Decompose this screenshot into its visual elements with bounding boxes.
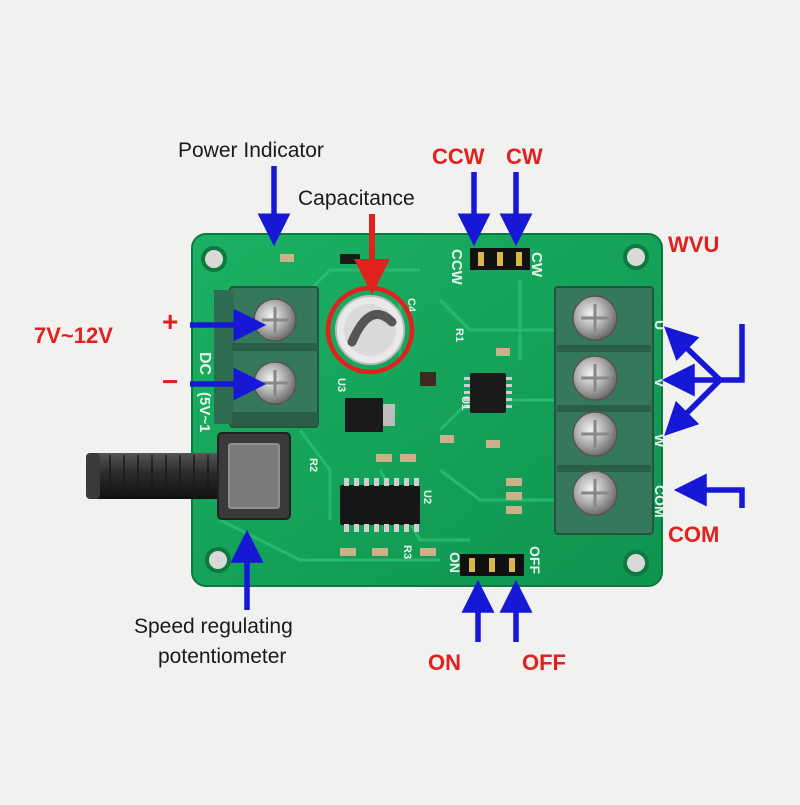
label-capacitance: Capacitance	[298, 187, 415, 210]
label-on: ON	[428, 650, 461, 675]
label-off: OFF	[522, 650, 566, 675]
silk-cw: CW	[528, 252, 545, 278]
silk-off: OFF	[527, 546, 543, 574]
silk-on: ON	[447, 552, 463, 573]
label-voltage: 7V~12V	[34, 323, 113, 348]
label-cw: CW	[506, 144, 543, 169]
label-speed-line2: potentiometer	[158, 645, 287, 668]
label-power-indicator: Power Indicator	[178, 139, 324, 162]
silk-u: U	[652, 320, 668, 330]
silk-u3: U3	[335, 378, 347, 392]
label-com: COM	[668, 522, 720, 547]
silkscreen: CCW CW DC (5V~1 U V W COM ON OFF C4 U3 U…	[196, 249, 668, 574]
label-speed-line1: Speed regulating	[134, 615, 293, 638]
capacitor	[335, 295, 405, 365]
callout-arrows	[190, 166, 745, 642]
motor-terminal-block	[554, 286, 654, 535]
label-plus: +	[162, 306, 179, 337]
silk-ccw: CCW	[448, 249, 465, 286]
silk-u2: U2	[421, 490, 433, 504]
silk-w: W	[652, 434, 668, 448]
silk-r3: R3	[401, 545, 413, 559]
switch-header	[460, 554, 524, 576]
silk-r2: R2	[307, 458, 319, 472]
silk-com: COM	[652, 485, 668, 518]
mounting-holes	[201, 244, 649, 576]
label-ccw: CCW	[432, 144, 485, 169]
label-wvu: WVU	[668, 232, 720, 257]
silk-dc: DC	[196, 352, 213, 376]
silk-dc-range: (5V~1	[196, 392, 213, 432]
power-terminal-block	[214, 286, 319, 428]
silk-v: V	[652, 378, 668, 388]
capacitance-marker	[325, 214, 415, 375]
potentiometer	[86, 432, 291, 520]
components	[280, 254, 522, 556]
label-minus: −	[162, 366, 179, 397]
silk-r1: R1	[453, 328, 465, 342]
direction-header	[470, 248, 530, 270]
silk-u1: U1	[459, 396, 471, 410]
